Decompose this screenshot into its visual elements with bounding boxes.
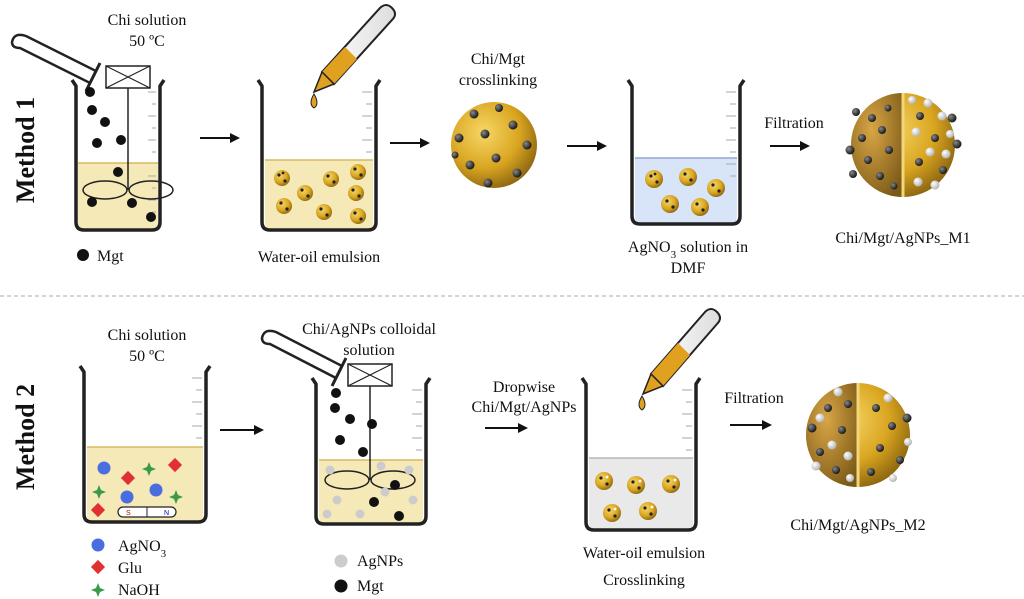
- m2-agnp-particles: [322, 461, 418, 519]
- m1-step3-label-line1: Chi/Mgt: [471, 51, 526, 68]
- m1-particles-in-dmf: [645, 168, 725, 216]
- m2-arrow-2: [485, 423, 528, 433]
- m2-legend-naoh-marker: [91, 583, 105, 597]
- m2-test-tube: [260, 329, 348, 387]
- m2-product-particle: [806, 383, 912, 487]
- m1-stirrer-blade-left: [82, 180, 128, 200]
- m2-legend-mgt-label: Mgt: [357, 578, 384, 595]
- m2-emulsion-droplets: [595, 472, 680, 522]
- m1-step1-label-line2: 50 ºC: [129, 33, 165, 50]
- m2-legend-agnps-dot: [334, 554, 348, 568]
- m2-dropwise-label-line1: Dropwise: [493, 379, 555, 396]
- m2-legend-glu-label: Glu: [118, 560, 142, 577]
- m1-dropper: [310, 4, 396, 109]
- m1-beaker4-ticks: [726, 91, 736, 177]
- m1-arrow-4: [770, 141, 810, 151]
- m2-step2-label-line2: solution: [343, 342, 395, 359]
- m2-arrow-3: [730, 420, 772, 430]
- m1-crosslinked-particle: [451, 102, 537, 188]
- m1-beaker-agno3-dmf: [626, 79, 746, 226]
- m2-mgt-particles: [330, 388, 404, 521]
- m1-test-tube: [10, 33, 102, 92]
- m1-stirrer-blade-right: [128, 180, 174, 200]
- m1-emulsion-droplets: [274, 164, 366, 224]
- m1-beaker-chi-solution: [10, 33, 174, 232]
- svg-text:S: S: [126, 510, 131, 517]
- method2-title: Method 2: [11, 384, 40, 490]
- m2-arrow-1: [220, 425, 264, 435]
- m1-legend-mgt-label: Mgt: [97, 248, 124, 265]
- m2-step3-label-line1: Water-oil emulsion: [583, 545, 705, 562]
- m2-legend-agnps-label: AgNPs: [357, 553, 403, 570]
- m1-beaker2-ticks: [362, 91, 372, 153]
- m1-step1-label-line1: Chi solution: [108, 12, 187, 29]
- m2-magnetic-stir-bar: S N: [117, 506, 177, 518]
- m2-step3-label-line2: Crosslinking: [603, 572, 685, 589]
- m2-stirrer-blade-left: [324, 470, 370, 490]
- m2-step2-label-line1: Chi/AgNPs colloidal: [302, 321, 436, 338]
- m1-beaker1-ticks: [148, 91, 156, 213]
- m1-arrow-1: [200, 133, 240, 143]
- m2-beaker3-ticks: [682, 389, 692, 451]
- m2-legend-agno3-label: AgNO3: [118, 538, 167, 560]
- m2-step1-label-line2: 50 ºC: [129, 348, 165, 365]
- m1-filtration-label: Filtration: [764, 115, 824, 132]
- m2-step1-label-line1: Chi solution: [108, 327, 187, 344]
- m1-step3-label-line2: crosslinking: [459, 72, 537, 89]
- m1-beaker-emulsion: [256, 4, 396, 232]
- m2-beaker-chi-solution: S N: [78, 365, 212, 524]
- m1-mgt-particles: [85, 87, 156, 222]
- m2-agno3-particles: [97, 461, 163, 504]
- m2-beaker2-ticks: [412, 389, 422, 451]
- m2-filtration-label: Filtration: [724, 390, 784, 407]
- m1-arrow-3: [567, 141, 607, 151]
- m2-beaker-emulsion: [580, 308, 721, 532]
- m1-product-label: Chi/Mgt/AgNPs_M1: [835, 230, 970, 247]
- m2-beaker-colloidal: [260, 329, 432, 526]
- m2-naoh-particles: [92, 462, 183, 504]
- m2-beaker1-ticks: [192, 377, 202, 439]
- m2-legend-glu-marker: [90, 559, 106, 575]
- m2-legend-naoh-label: NaOH: [118, 582, 160, 599]
- m1-step2-label: Water-oil emulsion: [258, 249, 380, 266]
- method1-title: Method 1: [11, 97, 40, 203]
- m1-arrow-2: [390, 138, 430, 148]
- m1-step4-label-line2: DMF: [671, 260, 706, 277]
- m2-legend-mgt-dot: [334, 579, 348, 593]
- m1-legend-mgt-dot: [77, 249, 89, 261]
- m2-glu-particles: [90, 457, 183, 518]
- m2-product-label: Chi/Mgt/AgNPs_M2: [790, 517, 925, 534]
- m1-product-particle: [845, 93, 962, 197]
- m2-dropper: [638, 308, 721, 411]
- svg-text:N: N: [164, 510, 169, 517]
- m2-dropwise-label-line2: Chi/Mgt/AgNPs: [472, 399, 577, 416]
- m1-step4-label-line1: AgNO3 solution in: [628, 239, 748, 261]
- m2-legend-agno3-dot: [91, 538, 105, 552]
